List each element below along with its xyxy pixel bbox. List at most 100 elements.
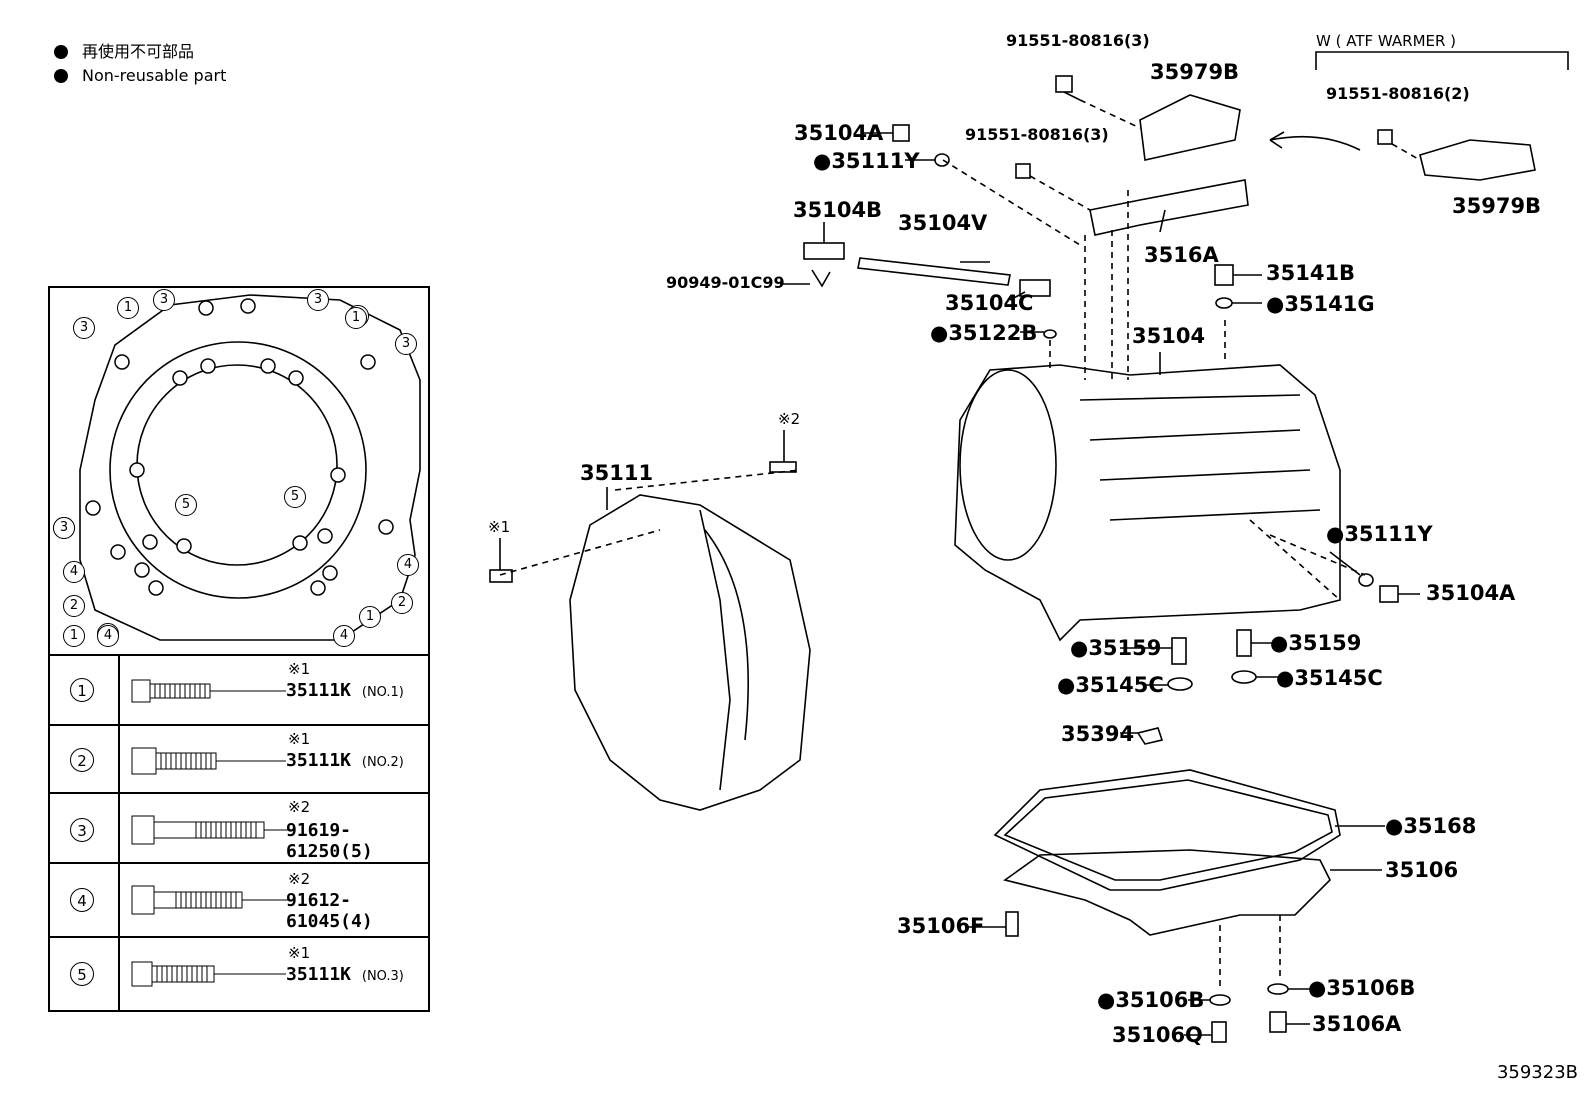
arrow-head xyxy=(1269,131,1285,149)
row-number: 2 xyxy=(70,748,94,772)
bolt-hole xyxy=(330,467,346,483)
gasket-callout-number: 4 xyxy=(63,561,85,583)
bolt-icon xyxy=(131,679,286,703)
callout-35111y-top: ●35111Y xyxy=(813,149,920,173)
curved-arrow xyxy=(1269,135,1361,151)
callout-35104c: 35104C xyxy=(945,291,1034,315)
bolt-icon xyxy=(131,815,288,845)
case-ribs xyxy=(1079,394,1321,521)
callout-35104v: 35104V xyxy=(898,211,988,235)
gasket-callout-number: 4 xyxy=(97,625,119,647)
bolt-icon xyxy=(1055,75,1073,93)
bolt-hole xyxy=(240,298,256,314)
callout-atf-warmer: W ( ATF WARMER ) xyxy=(1316,32,1457,50)
bolt-icon xyxy=(769,461,797,473)
gasket-callout-number: 4 xyxy=(397,554,419,576)
bolt-hole xyxy=(378,519,394,535)
gasket-callout-number: 3 xyxy=(53,517,75,539)
gasket-callout-number: 3 xyxy=(73,317,95,339)
mark-label: ※1 xyxy=(288,730,311,748)
callout-91551-top: 91551-80816(3) xyxy=(1006,31,1150,50)
oil-pan-35106 xyxy=(1003,849,1331,936)
bolt-hole xyxy=(176,538,192,554)
mark-label: ※2 xyxy=(288,798,311,816)
bolt-icon xyxy=(1377,129,1393,145)
fitting-35104b xyxy=(803,242,845,260)
filled-dot-icon xyxy=(54,69,68,83)
bolt-hole xyxy=(288,370,304,386)
magnet-35394 xyxy=(1136,727,1164,745)
table-row: 3 ※2 91619-61250(5) xyxy=(50,792,428,862)
gasket-callout-number: 3 xyxy=(307,289,329,311)
part-number: 35111K (NO.2) xyxy=(286,750,404,771)
gasket-callout-number: 2 xyxy=(63,595,85,617)
callout-35979b-right: 35979B xyxy=(1452,194,1542,218)
bolt-icon xyxy=(1015,163,1031,179)
row-number: 3 xyxy=(70,818,94,842)
mark-label: ※1 xyxy=(288,944,311,962)
gasket-callout-number: 5 xyxy=(284,486,306,508)
spring-35159 xyxy=(1171,637,1187,665)
gasket-outline xyxy=(79,294,421,641)
callout-91551-mid: 91551-80816(3) xyxy=(965,125,1109,144)
callout-90949: 90949-01C99 xyxy=(666,273,785,292)
bolt-icon xyxy=(489,569,513,583)
bolt-hole xyxy=(292,535,308,551)
gasket-callout-number: 4 xyxy=(333,625,355,647)
table-row: 5 ※1 35111K (NO.3) xyxy=(50,936,428,1010)
gasket-35141g xyxy=(1215,297,1233,309)
o-ring-icon xyxy=(1358,573,1374,587)
plug-icon xyxy=(892,124,910,142)
plug-35106a xyxy=(1269,1011,1287,1033)
callout-91551-right: 91551-80816(2) xyxy=(1326,84,1470,103)
bolt-icon xyxy=(131,961,286,987)
row-number: 4 xyxy=(70,888,94,912)
filled-dot-icon xyxy=(54,45,68,59)
callout-35168: ●35168 xyxy=(1385,814,1477,838)
gasket-callout-number: 2 xyxy=(391,592,413,614)
callout-35106: 35106 xyxy=(1385,858,1459,882)
washer-35106b xyxy=(1209,994,1231,1006)
gasket-callout-number: 3 xyxy=(153,289,175,311)
callout-35111y-right: ●35111Y xyxy=(1326,522,1433,546)
gasket-callout-number: 3 xyxy=(395,333,417,355)
gasket-callout-number: 5 xyxy=(175,494,197,516)
callout-mark-1: ※1 xyxy=(488,518,511,536)
seal-35122b xyxy=(1043,329,1057,339)
table-row: 1 ※1 35111K (NO.1) xyxy=(50,654,428,724)
bolt-hole xyxy=(85,500,101,516)
callout-35106f: 35106F xyxy=(897,914,985,938)
callout-35106q: 35106Q xyxy=(1112,1023,1203,1047)
bolt-hole xyxy=(114,354,130,370)
gasket-callout-number: 1 xyxy=(345,307,367,329)
legend-text-en: Non-reusable part xyxy=(82,66,227,85)
bolt-hole xyxy=(360,354,376,370)
bracket-35979b xyxy=(1139,94,1241,161)
callout-3516a: 3516A xyxy=(1144,243,1219,267)
gasket-inner-ring xyxy=(109,341,367,599)
legend: 再使用不可部品 Non-reusable part xyxy=(54,40,226,88)
converter-housing-35111 xyxy=(569,494,811,811)
bolt-hole xyxy=(317,528,333,544)
elbow-35104c xyxy=(1019,279,1051,297)
bolt-hole xyxy=(142,534,158,550)
bolt-hole xyxy=(200,358,216,374)
bolt-35106f xyxy=(1005,911,1019,937)
callout-35141g: ●35141G xyxy=(1266,292,1375,316)
clip-90949 xyxy=(811,269,831,288)
bolt-hole xyxy=(260,358,276,374)
bracket-35979b-right xyxy=(1419,139,1536,181)
plug-35141b xyxy=(1214,264,1234,286)
plug-icon xyxy=(1379,585,1399,603)
plug-35106q xyxy=(1211,1021,1227,1043)
callout-mark-2: ※2 xyxy=(778,410,801,428)
callout-35159-left: ●35159 xyxy=(1070,636,1162,660)
callout-35141b: 35141B xyxy=(1266,261,1356,285)
spring-35159 xyxy=(1236,629,1252,657)
gasket-callout-number: 1 xyxy=(117,297,139,319)
washer-35106b xyxy=(1267,983,1289,995)
bolt-table: 1 ※1 35111K (NO.1) 2 ※1 35111K (NO.2) 3 … xyxy=(48,286,430,1012)
row-number: 1 xyxy=(70,678,94,702)
callout-35104a-top: 35104A xyxy=(794,121,884,145)
